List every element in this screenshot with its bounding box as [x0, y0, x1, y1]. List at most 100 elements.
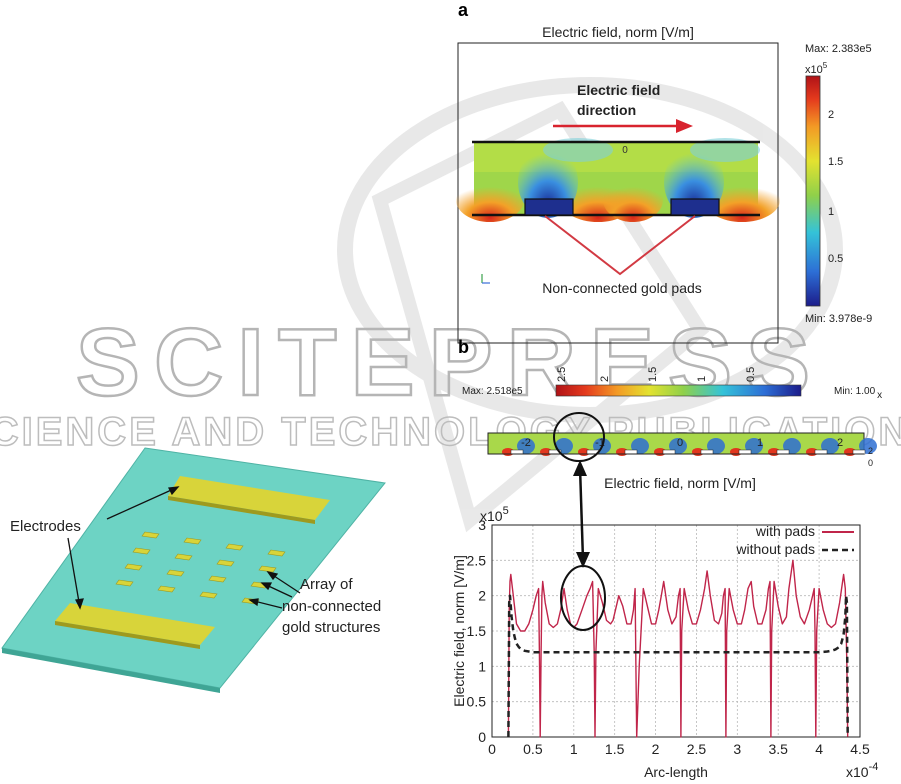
panel-b-cb-tick: 2 — [599, 376, 611, 382]
watermark-brand: SCITEPRESS — [76, 309, 824, 416]
pads-pointer-lines — [544, 215, 696, 276]
panel-a-colorbar — [805, 75, 821, 307]
panel-a-cb-tick: 0.5 — [828, 253, 843, 265]
panel-b-cb-tick: 0.5 — [745, 367, 757, 382]
strip-pad — [510, 449, 524, 455]
panel-b-colorbar — [555, 384, 802, 397]
plot-frame — [491, 524, 861, 738]
gold-pad — [183, 537, 202, 545]
gold-pad — [132, 547, 151, 555]
strip-pad — [662, 449, 676, 455]
x-tick-label: 0.5 — [523, 741, 543, 757]
gold-pad — [199, 591, 218, 599]
panel-a-cb-max: Max: 2.383e5 — [805, 43, 872, 55]
panel-a-cb-exp: x105 — [805, 61, 828, 76]
panel-b-cb-tick: 1 — [696, 376, 708, 382]
panel-b-cb-tick: 1.5 — [647, 367, 659, 382]
gold-pad — [216, 559, 235, 567]
y-axis-label: Electric field, norm [V/m] — [451, 555, 467, 707]
strip-side-tick: 2 — [868, 446, 873, 456]
strip-pad — [852, 449, 866, 455]
axis-triad — [481, 274, 490, 284]
substrate-edge — [2, 648, 220, 693]
electrode-bottom — [55, 603, 215, 645]
array-label-line1: Array of — [300, 576, 353, 593]
panel-a: Electric field, norm [V/m] 0 Electric fi… — [456, 24, 872, 344]
x-tick-label: 3.5 — [768, 741, 788, 757]
gold-pad — [115, 579, 134, 587]
electrode-top — [168, 476, 330, 520]
panel-b-letter: b — [458, 337, 469, 357]
strip-tick: -2 — [521, 437, 531, 449]
y-tick-label: 2.5 — [467, 552, 487, 568]
gold-pad-left — [524, 198, 574, 216]
gold-pad — [267, 549, 286, 557]
field-direction-label-1: Electric field — [577, 82, 660, 98]
y-tick-label: 0 — [478, 729, 486, 745]
panel-a-cb-tick: 2 — [828, 109, 834, 121]
panel-a-cb-tick: 1 — [828, 206, 834, 218]
array-label-line2: non-connected — [282, 598, 381, 615]
x-tick-label: 0 — [488, 741, 496, 757]
gold-pad — [225, 543, 244, 551]
strip-tick: 1 — [757, 437, 763, 449]
electrodes-label: Electrodes — [10, 518, 81, 535]
legend-label-without-pads: without pads — [735, 541, 815, 557]
watermark-swirl-inner — [371, 100, 710, 533]
strip-spots — [502, 438, 877, 456]
panel-b-cb-max: Max: 2.518e5 — [462, 386, 523, 397]
strip-pad — [700, 449, 714, 455]
gold-pad — [174, 553, 193, 561]
strip-tick: -1 — [595, 437, 605, 449]
strip-pad — [776, 449, 790, 455]
gold-pad — [208, 575, 227, 583]
panel-b-cb-tick: 2.5 — [556, 367, 568, 382]
panel-a-title: Electric field, norm [V/m] — [542, 24, 694, 40]
gold-pad — [124, 563, 143, 571]
x-axis-label: Arc-length — [644, 764, 708, 780]
strip-side-tick: 0 — [868, 458, 873, 468]
field-map — [456, 138, 780, 222]
y-ticks: 00.511.522.53 — [467, 517, 487, 745]
strip-tick: 0 — [677, 437, 683, 449]
panel-a-cb-tick: 1.5 — [828, 156, 843, 168]
strip-pad — [814, 449, 828, 455]
gold-pad — [141, 531, 160, 539]
pads-label: Non-connected gold pads — [542, 280, 702, 296]
map-center-tick: 0 — [622, 145, 628, 156]
array-label-line3: gold structures — [282, 619, 380, 636]
x-tick-label: 2.5 — [687, 741, 707, 757]
gold-pad-array — [115, 531, 286, 605]
electrode-arrow-bottom — [67, 537, 81, 609]
panel-b-strip-title: Electric field, norm [V/m] — [604, 475, 756, 491]
gold-pad-right — [670, 198, 720, 216]
field-direction-label-2: direction — [577, 102, 636, 118]
strip-tick: 2 — [837, 437, 843, 449]
x-tick-label: 1 — [570, 741, 578, 757]
x-tick-label: 1.5 — [605, 741, 625, 757]
y-multiplier: x105 — [480, 505, 509, 524]
x-tick-label: 4.5 — [850, 741, 870, 757]
gold-pad — [258, 565, 277, 573]
x-tick-label: 2 — [652, 741, 660, 757]
x-multiplier: x10-4 — [846, 761, 878, 780]
device-illustration: Electrodes Array of non-connected gold s… — [1, 447, 386, 693]
electrode-arrow-top — [106, 486, 179, 520]
gold-pad — [166, 569, 185, 577]
panel-a-cb-min: Min: 3.978e-9 — [805, 313, 872, 325]
y-tick-label: 3 — [478, 517, 486, 533]
legend-label-with-pads: with pads — [755, 523, 815, 539]
x-tick-label: 3 — [733, 741, 741, 757]
strip-pad — [624, 449, 638, 455]
legend: with pads without pads — [735, 523, 854, 557]
series-with-pads — [507, 559, 849, 738]
series-without-pads — [507, 594, 849, 738]
gold-pad — [157, 585, 176, 593]
series-group — [507, 559, 849, 738]
panel-a-letter: a — [458, 0, 469, 20]
